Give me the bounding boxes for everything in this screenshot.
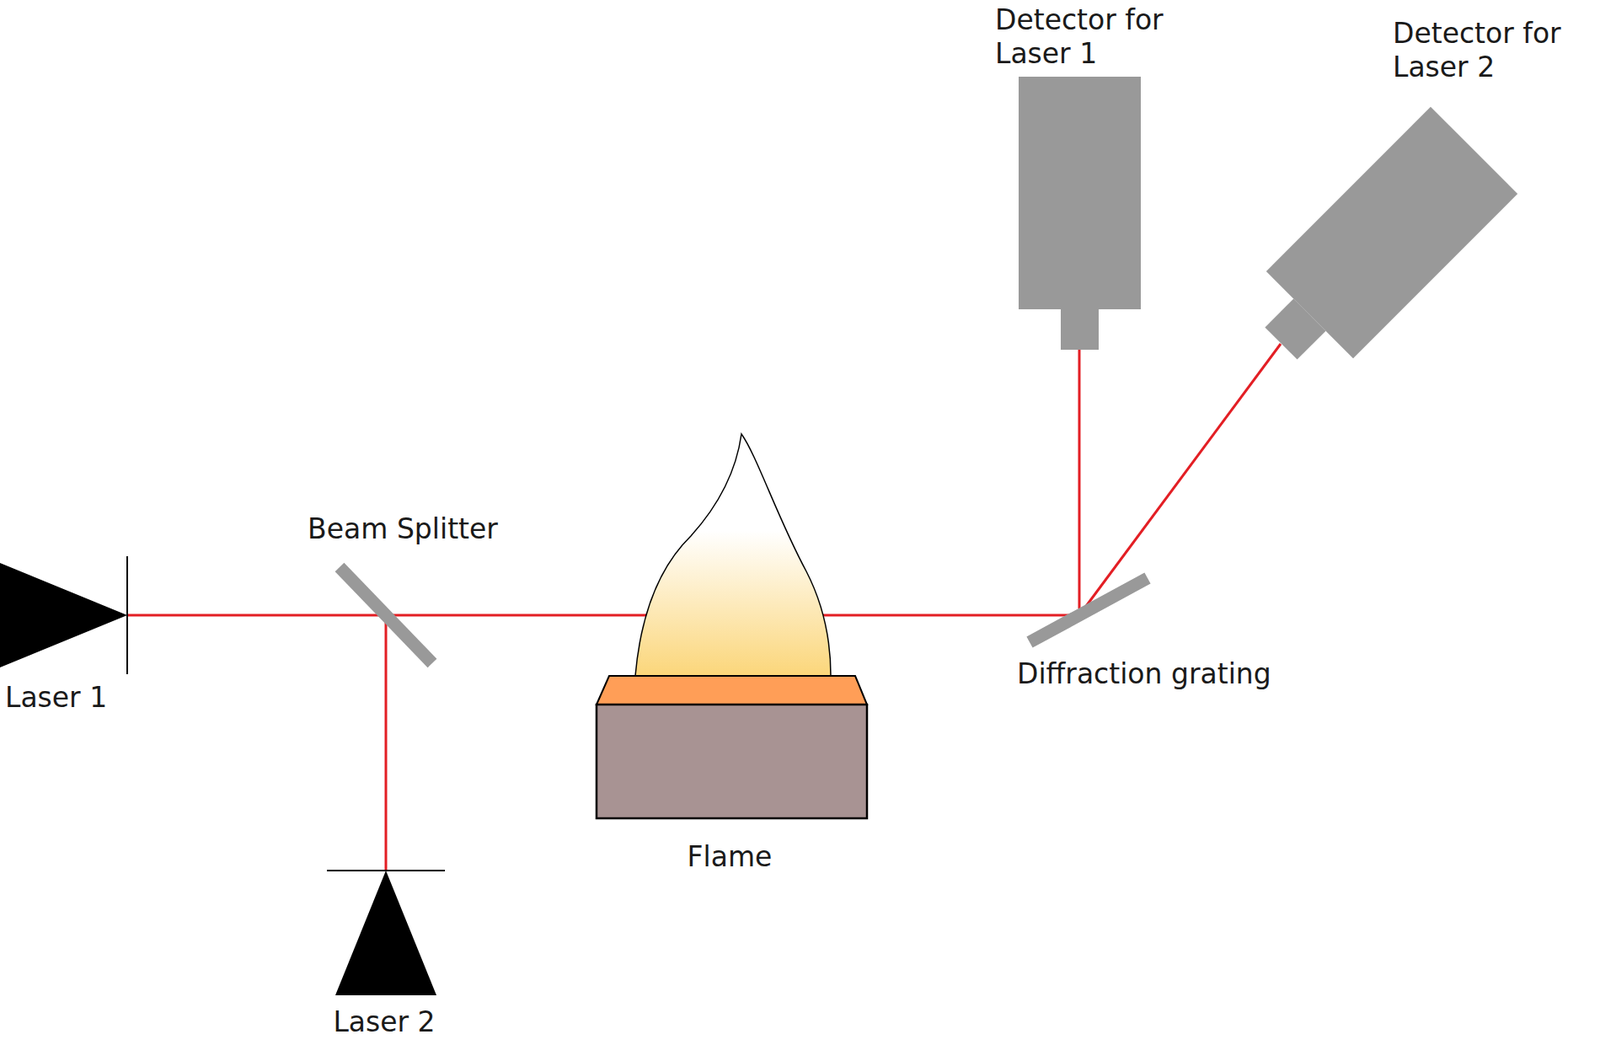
- detector-nozzle: [1060, 309, 1099, 350]
- node-label: Laser 2: [332, 1005, 435, 1039]
- laser-beam: [392, 614, 647, 617]
- detector-symbol: [1264, 107, 1518, 360]
- laser-symbol: [335, 870, 437, 996]
- node-label: Laser 1: [5, 680, 108, 715]
- burner-top: [596, 675, 867, 705]
- laser-beam: [127, 614, 380, 617]
- laser-beam: [1078, 349, 1081, 609]
- laser-aperture: [126, 556, 129, 675]
- flame-shape: [635, 433, 831, 676]
- detector-body: [1018, 76, 1141, 310]
- node-label: Detector for Laser 2: [1392, 16, 1595, 84]
- beam-splitter-plate: [379, 608, 393, 622]
- laser-symbol: [0, 562, 128, 668]
- splitter-plate: [339, 567, 433, 664]
- flame-illustration: [596, 433, 867, 819]
- laser-beam: [385, 621, 388, 871]
- node-label: Detector for Laser 1: [995, 3, 1198, 70]
- laser-source: Laser 1: [0, 562, 128, 668]
- laser-beam: [823, 614, 1073, 617]
- detector: Detector for Laser 1: [1018, 76, 1141, 350]
- node-label: Beam Splitter: [307, 512, 498, 546]
- laser-body: [335, 870, 437, 996]
- node-label: Diffraction grating: [1016, 657, 1272, 691]
- flame-burner: Flame: [596, 433, 867, 819]
- laser-source: Laser 2: [335, 870, 437, 996]
- node-label: Flame: [687, 840, 773, 874]
- laser-beam: [1084, 343, 1281, 609]
- detector: Detector for Laser 2: [1264, 107, 1518, 360]
- diffraction-grating: Diffraction grating: [1072, 608, 1087, 622]
- laser-body: [0, 562, 128, 668]
- beam-splitter: Beam Splitter: [379, 608, 393, 622]
- grating-plate: [1072, 608, 1087, 622]
- burner-body: [596, 704, 867, 819]
- detector-symbol: [1018, 76, 1141, 350]
- detector-nozzle: [1264, 298, 1326, 359]
- grating-surface: [1029, 577, 1148, 643]
- laser-aperture: [326, 869, 445, 872]
